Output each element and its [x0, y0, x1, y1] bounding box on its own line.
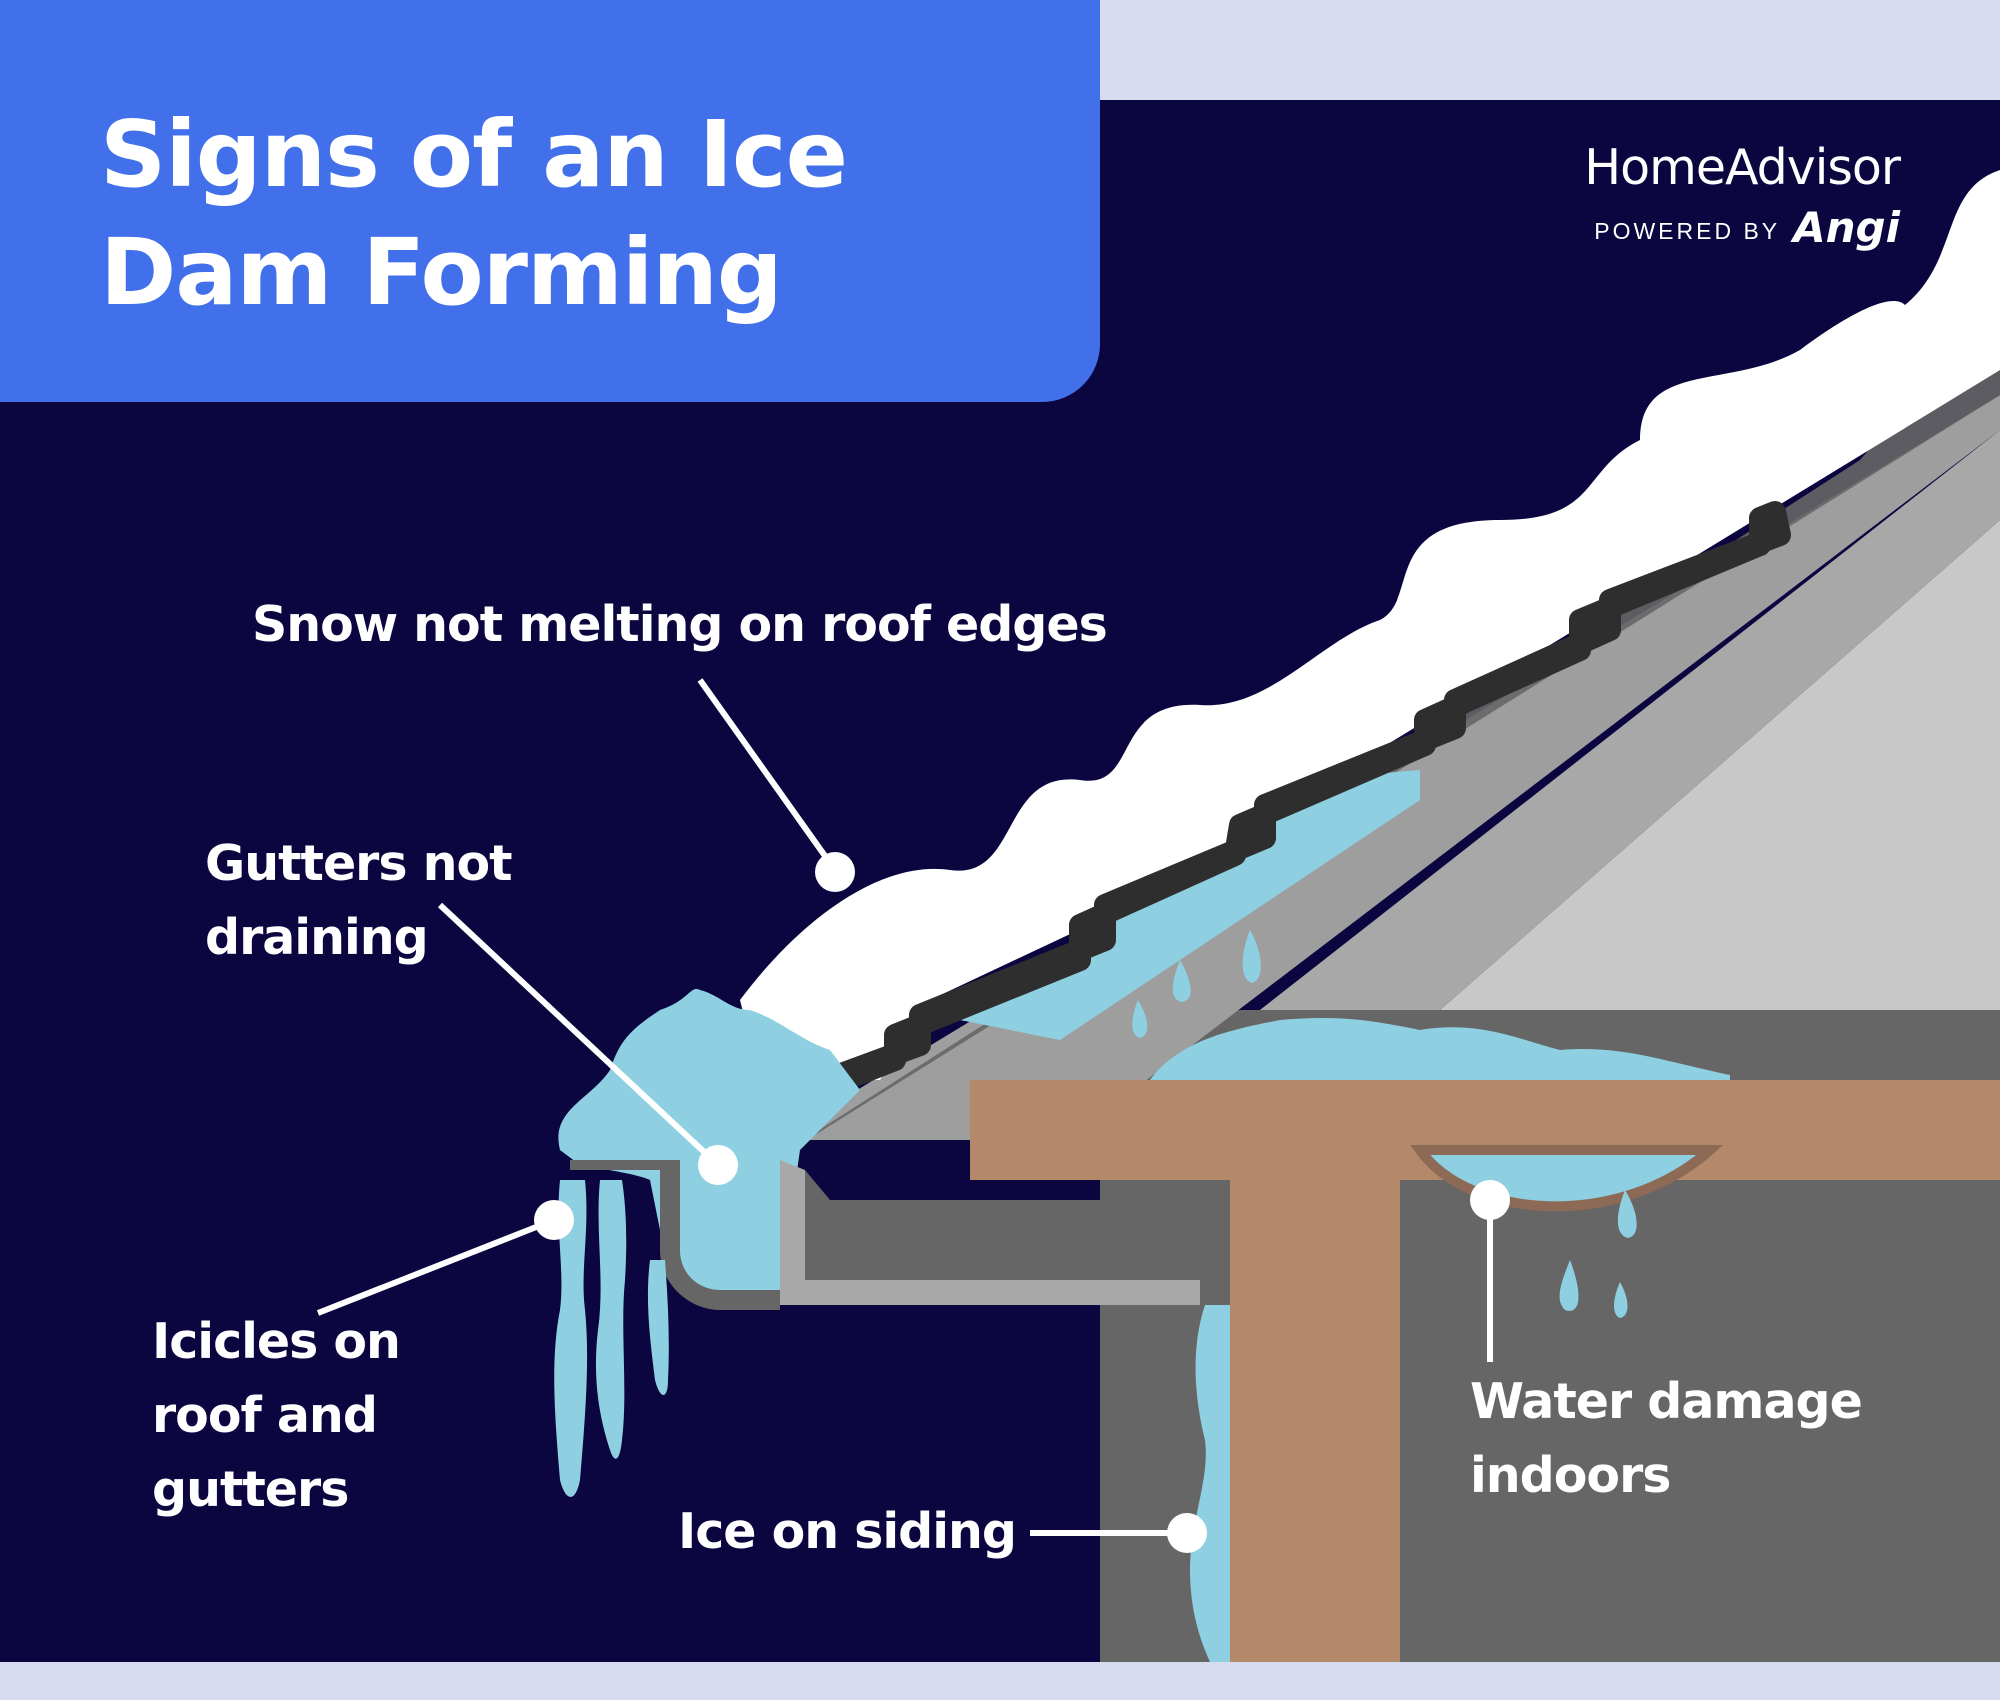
leader-line-snow	[697, 678, 838, 872]
icicle	[647, 1260, 669, 1395]
soffit	[780, 1160, 1200, 1305]
title-banner: Signs of an Ice Dam Forming	[0, 0, 1100, 402]
leader-line-icicles	[316, 1217, 556, 1316]
brand-logo: HomeAdvisor POWERED BY Angi	[1584, 139, 1901, 251]
drip	[1617, 1190, 1637, 1238]
drip	[1614, 1282, 1628, 1318]
drip	[1242, 930, 1261, 983]
brand-partner: Angi	[1793, 203, 1900, 252]
callout-gutters: Gutters not draining	[205, 835, 513, 966]
callout-snow: Snow not melting on roof edges	[252, 596, 1108, 653]
drip	[1559, 1260, 1579, 1311]
brand-tagline: POWERED BY Angi	[1584, 207, 1900, 251]
marker-gutters	[698, 1145, 738, 1185]
callout-icicles: Icicles on roof and gutters	[152, 1313, 401, 1518]
roof-underside-mid	[1260, 430, 2000, 1010]
icicle	[595, 1180, 627, 1459]
marker-snow	[815, 852, 855, 892]
drip	[1172, 960, 1191, 1002]
marker-siding	[1167, 1513, 1207, 1553]
callout-siding: Ice on siding	[678, 1503, 1017, 1560]
leader-line-gutters	[437, 902, 721, 1168]
page-title: Signs of an Ice Dam Forming	[100, 101, 848, 326]
shingle-ridges	[744, 501, 1791, 1126]
attic-pooled-water	[1150, 1018, 1730, 1080]
beam-horizontal	[970, 1080, 2000, 1662]
icicle	[554, 1180, 588, 1497]
siding-ice	[1190, 1305, 1230, 1662]
drip	[1132, 1000, 1148, 1038]
gutter	[570, 1160, 780, 1310]
brand-name: HomeAdvisor	[1584, 139, 1901, 196]
brand-tagline-text: POWERED BY	[1594, 218, 1780, 244]
roof-snow	[740, 170, 2000, 1080]
soffit-inner	[805, 1170, 1210, 1280]
marker-icicles	[534, 1200, 574, 1240]
callout-water: Water damage indoors	[1470, 1373, 1863, 1504]
marker-water	[1470, 1180, 1510, 1220]
